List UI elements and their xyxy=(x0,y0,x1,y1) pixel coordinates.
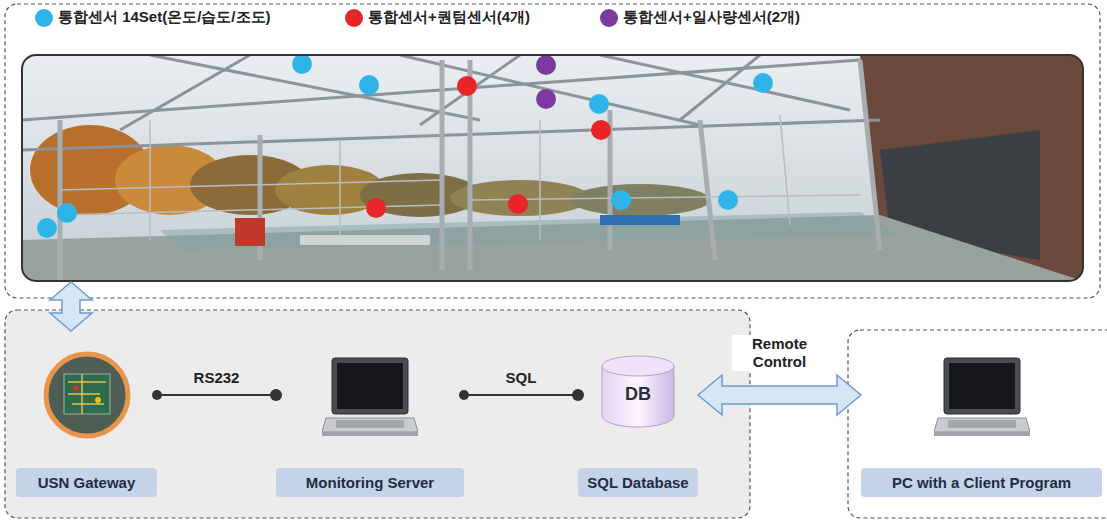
legend-item: 통합센서 14Set(온도/습도/조도) xyxy=(35,8,271,27)
system-node: Monitoring Server xyxy=(276,352,464,498)
legend-swatch xyxy=(600,9,618,27)
client-panel xyxy=(848,330,1107,518)
legend-text: 통합센서+일사량센서(2개) xyxy=(623,8,800,27)
node-label: Monitoring Server xyxy=(276,468,464,497)
system-node: USN Gateway xyxy=(16,352,157,498)
link-arrow xyxy=(50,282,92,331)
legend-swatch xyxy=(345,9,363,27)
connector xyxy=(152,389,282,401)
legend-item: 통합센서+일사량센서(2개) xyxy=(600,8,800,27)
connector xyxy=(459,389,584,401)
legend-swatch xyxy=(35,9,53,27)
system-node: PC with a Client Program xyxy=(861,352,1102,498)
edge-label: SQL xyxy=(503,369,540,387)
laptop-icon xyxy=(934,356,1030,440)
system-node: DB SQL Database xyxy=(578,352,698,498)
top-panel xyxy=(5,4,1100,298)
legend-item: 통합센서+퀀텀센서(4개) xyxy=(345,8,530,27)
gateway-icon xyxy=(42,350,132,440)
node-label: SQL Database xyxy=(578,468,698,497)
connector xyxy=(698,375,861,415)
sensor-dots xyxy=(37,55,773,238)
legend-text: 통합센서 14Set(온도/습도/조도) xyxy=(58,8,271,27)
edge-label: Remote Control xyxy=(732,335,828,371)
laptop-icon xyxy=(322,356,418,440)
db-label: DB xyxy=(625,384,651,405)
edge-label: RS232 xyxy=(191,369,243,387)
greenhouse-photo xyxy=(22,55,1083,281)
node-label: PC with a Client Program xyxy=(861,468,1102,497)
node-label: USN Gateway xyxy=(16,468,157,497)
legend-text: 통합센서+퀀텀센서(4개) xyxy=(368,8,530,27)
server-panel xyxy=(5,310,750,518)
